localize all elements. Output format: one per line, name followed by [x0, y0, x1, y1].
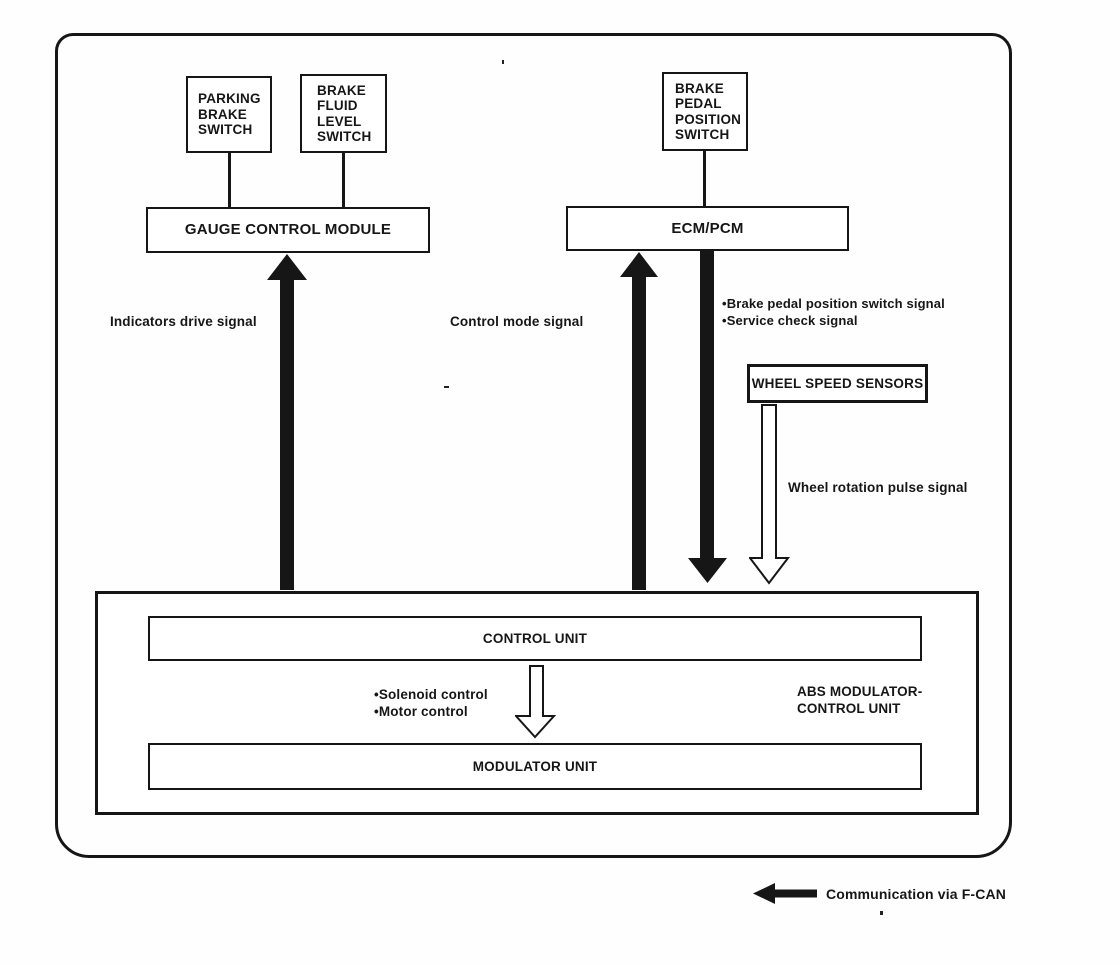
up-arrow-icon [267, 254, 307, 590]
control-unit-output-signals-label: •Solenoid control •Motor control [374, 687, 488, 719]
ecm-pcm-output-signals-label: •Brake pedal position switch signal •Ser… [722, 296, 945, 328]
pedal-to-ecm-connector [703, 149, 706, 207]
brake-fluid-level-switch-box: BRAKE FLUID LEVEL SWITCH [300, 74, 387, 153]
ecm-pcm-box: ECM/PCM [566, 206, 849, 251]
outlined-down-arrow-icon [515, 665, 556, 739]
outlined-down-arrow-icon [749, 404, 790, 585]
parking-to-gauge-connector [228, 152, 231, 208]
fluid-to-gauge-connector [342, 151, 345, 208]
up-arrow-icon [620, 252, 658, 590]
scan-speck [502, 60, 504, 64]
control-mode-signal-label: Control mode signal [450, 314, 584, 329]
down-arrow-icon [688, 251, 727, 583]
control-unit-box: CONTROL UNIT [148, 616, 922, 661]
diagram-outer-frame [55, 33, 1012, 858]
wheel-speed-sensors-box: WHEEL SPEED SENSORS [747, 364, 928, 403]
f-can-legend-label: Communication via F-CAN [826, 886, 1007, 902]
wheel-rotation-pulse-signal-label: Wheel rotation pulse signal [788, 480, 968, 495]
modulator-unit-box: MODULATOR UNIT [148, 743, 922, 790]
gauge-control-module-box: GAUGE CONTROL MODULE [146, 207, 430, 253]
abs-modulator-control-unit-label: ABS MODULATOR- CONTROL UNIT [797, 684, 923, 716]
scan-speck [880, 911, 883, 915]
parking-brake-switch-box: PARKING BRAKE SWITCH [186, 76, 272, 153]
left-arrow-icon [753, 883, 817, 904]
indicators-drive-signal-label: Indicators drive signal [110, 314, 257, 329]
brake-pedal-position-switch-box: BRAKE PEDAL POSITION SWITCH [662, 72, 748, 151]
scan-speck [444, 386, 449, 388]
